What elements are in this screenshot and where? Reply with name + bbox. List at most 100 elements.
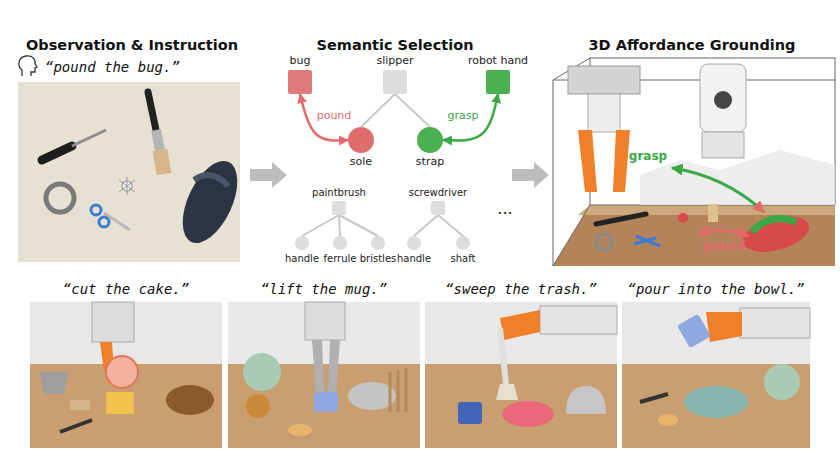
part-circle: handle <box>295 236 309 250</box>
burger <box>246 394 270 418</box>
flow-arrow <box>512 162 549 188</box>
plate <box>243 353 281 391</box>
node-label: slipper <box>376 55 413 67</box>
paintbrush-handle <box>148 92 156 130</box>
robot-arm <box>740 308 810 338</box>
table-edge <box>578 205 835 215</box>
instruction-text: “lift the mug.” <box>261 281 387 297</box>
affordance-arrow <box>443 94 498 141</box>
node-label: handle <box>397 253 431 264</box>
part-circle: handle <box>407 236 421 250</box>
panel-heading: Semantic Selection <box>317 37 474 54</box>
robot-joint <box>714 91 732 109</box>
scissors <box>634 236 660 246</box>
panel-heading: grasp <box>629 150 667 164</box>
part-link <box>339 215 340 236</box>
kettle <box>566 386 606 414</box>
wall <box>622 302 810 364</box>
node-label: sole <box>350 156 372 168</box>
mug <box>458 402 482 424</box>
flow-arrow <box>250 162 287 188</box>
wall <box>425 302 617 364</box>
gripper <box>706 312 742 342</box>
mug <box>314 392 338 412</box>
pound-arrow <box>698 230 748 236</box>
bowl <box>166 385 214 415</box>
object-square: slipper <box>383 70 407 94</box>
node-label: bristles <box>360 253 397 264</box>
part-link <box>339 215 378 236</box>
table <box>622 364 810 448</box>
dustpan <box>40 372 68 394</box>
robot-arm <box>700 64 746 132</box>
part-link <box>361 94 395 127</box>
panel-heading: pound <box>703 240 746 254</box>
node-label: ferrule <box>324 253 357 264</box>
paintbrush-bristles <box>160 150 164 174</box>
object-square: screwdriver <box>431 201 445 215</box>
dish-rack <box>390 368 406 412</box>
instruction-text: “pound the bug.” <box>45 59 180 75</box>
bowl <box>684 386 748 418</box>
tape-roll <box>46 184 74 212</box>
table <box>425 364 617 448</box>
croissant <box>288 424 312 436</box>
node-label: handle <box>285 253 319 264</box>
mallet <box>70 400 90 410</box>
scissors-ring <box>99 217 109 227</box>
cutter <box>106 356 138 388</box>
plate <box>764 364 800 400</box>
gripper-finger <box>312 340 324 394</box>
object-square: robot hand <box>486 70 510 94</box>
instruction-text: “sweep the trash.” <box>445 281 597 297</box>
slipper-sole <box>171 153 248 251</box>
toy-bug <box>678 213 688 223</box>
part-link <box>395 94 430 127</box>
node-label: strap <box>416 156 444 168</box>
screwdriver-shaft <box>72 130 106 146</box>
object-square: bug <box>288 70 312 94</box>
brush-handle <box>500 328 506 384</box>
cake <box>106 392 134 414</box>
gripper-finger <box>613 130 630 192</box>
brush <box>640 394 668 402</box>
slipper-strap-highlight <box>752 219 796 232</box>
gripper-finger <box>328 340 340 394</box>
part-circle: sole <box>348 127 374 153</box>
panel-heading: ... <box>497 200 512 218</box>
gripper-body <box>588 94 620 132</box>
brush-head <box>496 384 518 400</box>
part-circle: strap <box>417 127 443 153</box>
node-label: screwdriver <box>409 187 467 198</box>
speaker-icon <box>19 56 37 76</box>
panel-heading: Observation & Instruction <box>26 37 238 54</box>
robot-arm <box>305 302 345 340</box>
gripper <box>500 310 540 340</box>
node-label: shaft <box>451 253 476 264</box>
cup <box>677 314 711 349</box>
paintbrush <box>708 204 718 222</box>
scissors-ring <box>91 205 101 215</box>
edge-label: grasp <box>448 110 479 123</box>
robot-arm <box>540 306 617 334</box>
table-floor <box>553 205 835 266</box>
tape-roll <box>596 234 612 250</box>
screwdriver-handle <box>42 146 72 160</box>
robot-wrist <box>702 132 744 158</box>
bounding-box <box>553 80 554 266</box>
part-link <box>414 215 438 236</box>
slipper-sole-highlight <box>739 210 813 259</box>
node-label: robot hand <box>468 55 528 67</box>
gripper-mount <box>568 66 640 94</box>
grasp-arrow <box>672 168 764 212</box>
panel-heading: 3D Affordance Grounding <box>589 37 796 54</box>
part-circle: ferrule <box>333 236 347 250</box>
node-label: bug <box>290 55 311 67</box>
bounding-box <box>553 205 590 266</box>
instruction-text: “cut the cake.” <box>63 281 189 297</box>
part-circle: bristles <box>371 236 385 250</box>
part-link <box>438 215 463 236</box>
slipper-strap <box>194 175 228 186</box>
scissors-blade <box>104 213 130 230</box>
